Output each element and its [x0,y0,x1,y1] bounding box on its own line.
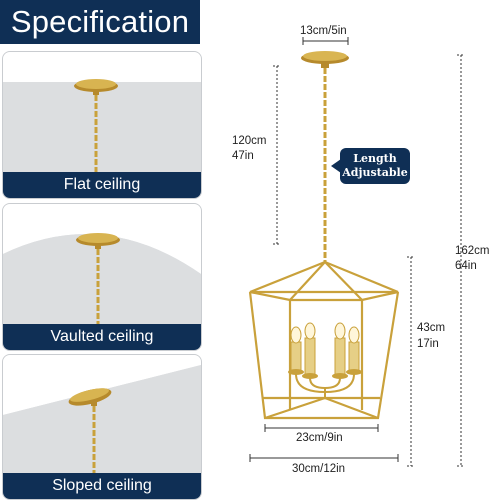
vaulted-ceiling-illustration [3,204,201,350]
chain-length-cm-label: 120cm [232,135,267,147]
total-height-line [457,54,465,467]
length-adjustable-badge: Length Adjustable [340,148,410,184]
bottom-width-label: 23cm/9in [296,432,343,444]
specification-title: Specification [0,0,200,44]
canopy-width-label: 13cm/5in [300,25,347,37]
vaulted-ceiling-label: Vaulted ceiling [3,324,201,350]
lantern-cage [248,260,400,420]
chain-length-in-label: 47in [232,150,254,162]
chain-length-line [273,65,281,245]
candle-sockets [290,337,360,375]
candle-arms [295,373,355,398]
canopy-width-line [302,37,349,45]
bottom-width-line [264,424,379,432]
badge-line-2: Adjustable [342,166,408,179]
body-height-in-label: 17in [417,338,439,350]
body-height-cm-label: 43cm [417,322,446,334]
vaulted-ceiling-panel: Vaulted ceiling [2,203,202,351]
candle-bulbs [290,322,360,344]
body-height-line [407,256,415,467]
top-width-line [249,454,399,462]
flat-ceiling-panel: Flat ceiling [2,51,202,199]
badge-line-1: Length [353,152,397,165]
flat-ceiling-label: Flat ceiling [3,172,201,198]
total-height-cm-label: 162cm [455,245,490,257]
sloped-ceiling-panel: Sloped ceiling [2,354,202,500]
bobeches [288,369,362,379]
top-width-label: 30cm/12in [292,463,346,475]
sloped-ceiling-label: Sloped ceiling [3,473,201,499]
badge-pointer [331,159,341,173]
total-height-in-label: 64in [455,260,477,272]
sloped-ceiling-illustration [3,355,201,499]
canopy [301,51,349,68]
